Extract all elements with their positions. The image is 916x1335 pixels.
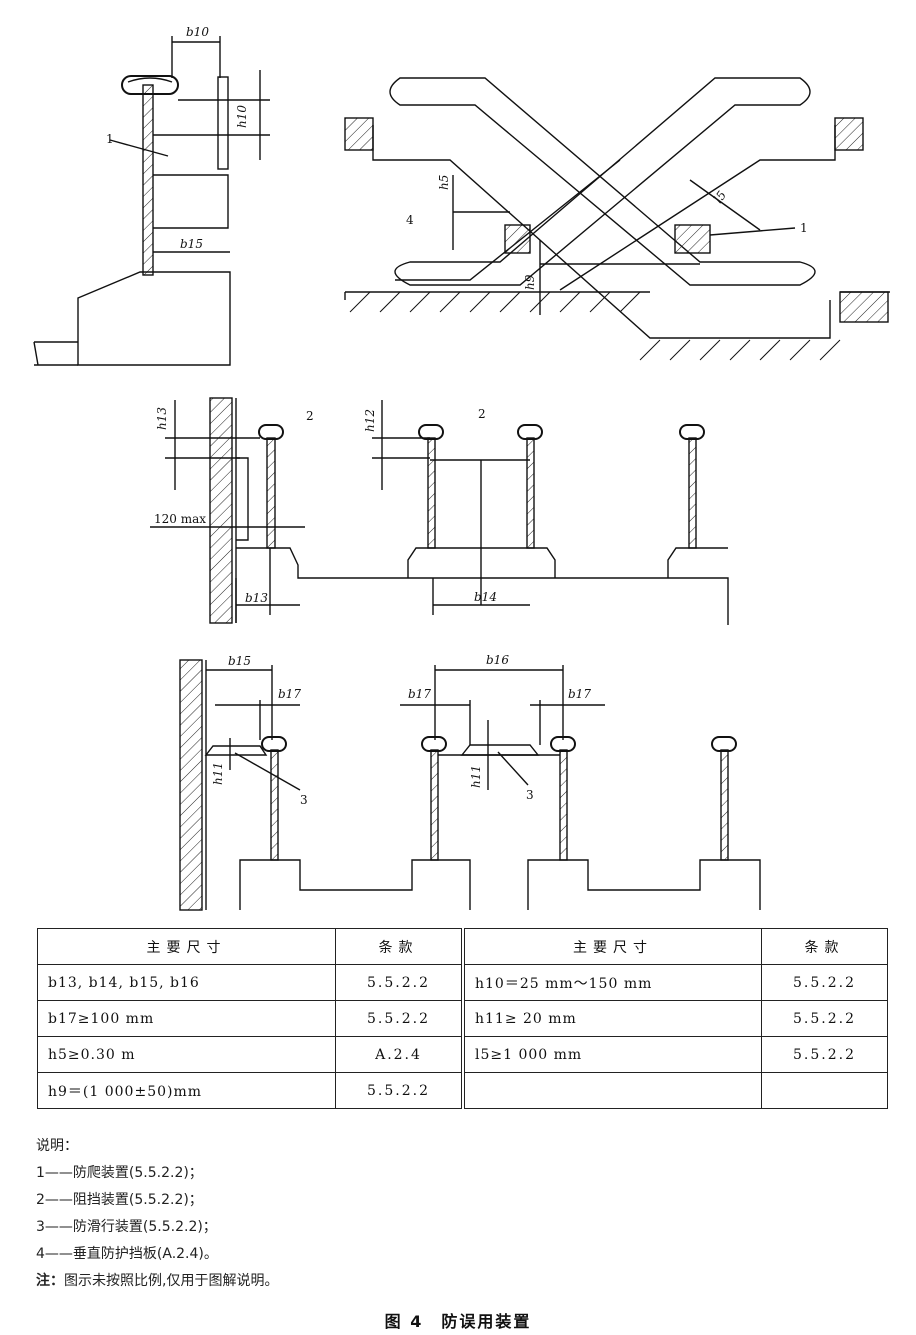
dimension-cell: h11≥ 20 mm	[464, 1000, 762, 1037]
callout-1-left: 1	[106, 132, 114, 146]
label-b16: b16	[486, 653, 509, 667]
anti-climb-detail	[33, 36, 270, 366]
escalator-elevation	[344, 77, 890, 361]
callout-2-left: 2	[306, 409, 314, 423]
dimension-cell: h9＝(1 000±50)mm	[37, 1072, 336, 1109]
clause-cell	[761, 1072, 888, 1109]
label-h10: h10	[235, 105, 249, 128]
legend-item: 4——垂直防护挡板(A.2.4)。	[36, 1246, 218, 1262]
label-h12: h12	[363, 409, 377, 432]
dimension-cell: b17≥100 mm	[37, 1000, 336, 1037]
callout-3-mid: 3	[526, 788, 534, 802]
label-b15-top: b15	[180, 237, 203, 251]
header-clause-left: 条款	[335, 928, 462, 965]
dimension-cell: h5≥0.30 m	[37, 1036, 336, 1073]
label-b17-left: b17	[278, 687, 301, 701]
dimension-cell: l5≥1 000 mm	[464, 1036, 762, 1073]
legend-item: 1——防爬装置(5.5.2.2)；	[36, 1165, 203, 1181]
label-h11-left: h11	[211, 762, 225, 785]
anti-slide-detail	[179, 659, 761, 911]
label-b17-right: b17	[568, 687, 591, 701]
callout-2-mid: 2	[478, 407, 486, 421]
notes-title: 说明：	[36, 1138, 78, 1154]
dimension-table: 主要尺寸 条款 主要尺寸 条款 b13, b14, b15, b16 5.5.2…	[37, 928, 888, 1109]
table-row: b13, b14, b15, b16 5.5.2.2 h10＝25 mm～150…	[37, 964, 888, 1001]
clause-cell: 5.5.2.2	[761, 964, 888, 1001]
callout-3-left: 3	[300, 793, 308, 807]
technical-drawing: b10 h10 1 b15 h5 4 h9 l5 1 h13 h12 2 2 1…	[33, 25, 890, 911]
label-b13: b13	[245, 591, 268, 605]
table-row: b17≥100 mm 5.5.2.2 h11≥ 20 mm 5.5.2.2	[37, 1000, 888, 1037]
header-main-dimension-left: 主要尺寸	[37, 928, 336, 965]
note-line: 注：图示未按照比例,仅用于图解说明。	[36, 1268, 278, 1295]
callout-4: 4	[406, 213, 414, 227]
label-b17-mid: b17	[408, 687, 431, 701]
label-b10: b10	[186, 25, 209, 39]
dimension-cell: h10＝25 mm～150 mm	[464, 964, 762, 1001]
dimension-cell	[464, 1072, 762, 1109]
legend-item: 3——防滑行装置(5.5.2.2)；	[36, 1219, 217, 1235]
label-h5: h5	[437, 175, 451, 190]
header-main-dimension-right: 主要尺寸	[464, 928, 762, 965]
clause-cell: 5.5.2.2	[761, 1000, 888, 1037]
clause-cell: 5.5.2.2	[335, 1072, 462, 1109]
callout-1-right: 1	[800, 221, 808, 235]
label-h9: h9	[523, 274, 537, 290]
figure-caption: 图 4 防误用装置	[384, 1312, 532, 1331]
label-b14: b14	[474, 590, 497, 604]
table-row: h9＝(1 000±50)mm 5.5.2.2	[37, 1072, 888, 1109]
clause-cell: 5.5.2.2	[335, 1000, 462, 1037]
legend-item: 2——阻挡装置(5.5.2.2)；	[36, 1192, 203, 1208]
barrier-detail	[150, 397, 729, 625]
table-row: h5≥0.30 m A.2.4 l5≥1 000 mm 5.5.2.2	[37, 1036, 888, 1073]
note-label: 注：	[36, 1273, 64, 1289]
label-h11-mid: h11	[469, 765, 483, 788]
clause-cell: 5.5.2.2	[761, 1036, 888, 1073]
label-h13: h13	[155, 407, 169, 430]
table-header-row: 主要尺寸 条款 主要尺寸 条款	[37, 928, 888, 965]
dimension-cell: b13, b14, b15, b16	[37, 964, 336, 1001]
header-clause-right: 条款	[761, 928, 888, 965]
clause-cell: A.2.4	[335, 1036, 462, 1073]
label-120-max: 120 max	[154, 512, 206, 526]
note-text: 图示未按照比例,仅用于图解说明。	[64, 1273, 279, 1289]
legend-notes: 说明： 1——防爬装置(5.5.2.2)； 2——阻挡装置(5.5.2.2)； …	[36, 1133, 278, 1295]
clause-cell: 5.5.2.2	[335, 964, 462, 1001]
label-b15-bottom: b15	[228, 654, 251, 668]
